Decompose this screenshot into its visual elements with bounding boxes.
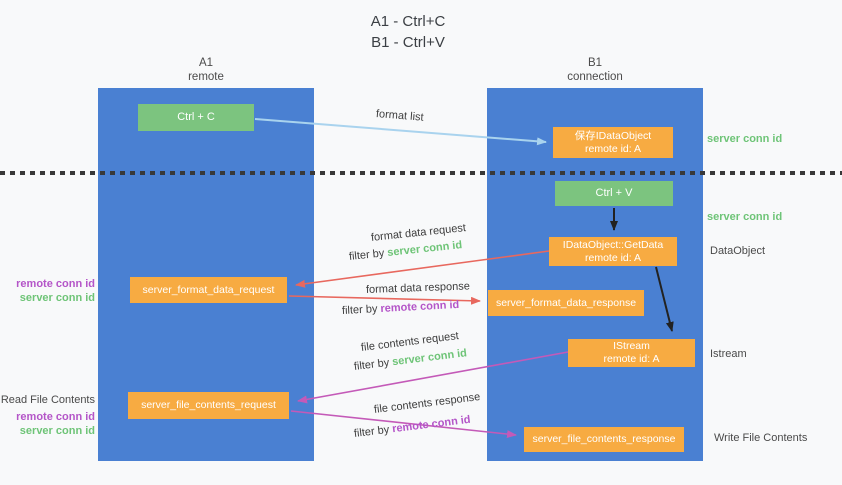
remote-conn-id-text: remote conn id — [391, 413, 472, 436]
node-server-format-data-response-label: server_format_data_response — [495, 296, 637, 309]
lifeline-a1-name: A1 — [198, 57, 214, 69]
dataobject-label: DataObject — [710, 245, 766, 257]
file-contents-response-filter-label: filter by remote conn id — [353, 414, 471, 440]
format-data-response-filter-label: filter by remote conn id — [342, 299, 460, 317]
remote-conn-id-text: remote conn id — [380, 298, 460, 315]
filter-by-text: filter by — [353, 423, 393, 440]
node-ctrl-c: Ctrl + C — [138, 104, 254, 131]
node-server-format-data-response: server_format_data_response — [488, 290, 644, 316]
title-line-1: A1 - Ctrl+C — [370, 13, 446, 30]
server-conn-id-label-mid-right: server conn id — [707, 211, 783, 223]
server-conn-id-label-bottom-left: server conn id — [19, 425, 95, 437]
node-idataobject-getdata-line2: remote id: A — [584, 251, 642, 264]
lifeline-a1-subtitle: remote — [188, 71, 224, 83]
node-ctrl-v-label: Ctrl + V — [595, 187, 633, 199]
node-server-file-contents-request-label: server_file_contents_request — [141, 399, 276, 411]
filter-by-text: filter by — [353, 356, 393, 373]
node-server-format-data-request-label: server_format_data_request — [142, 283, 275, 296]
server-conn-id-text: server conn id — [386, 239, 463, 259]
server-conn-id-text: server conn id — [391, 347, 468, 369]
format-data-request-filter-label: filter by server conn id — [348, 239, 462, 263]
filter-by-text: filter by — [341, 302, 381, 317]
lifeline-header-b1: B1 connection — [487, 56, 703, 84]
istream-side-label: Istream — [710, 348, 747, 360]
node-server-file-contents-response: server_file_contents_response — [524, 427, 684, 452]
node-save-idataobject: 保存IDataObject remote id: A — [553, 127, 673, 158]
node-istream: IStream remote id: A — [568, 339, 695, 367]
remote-conn-id-label-top-left: remote conn id — [16, 278, 95, 290]
separator-dotted-line — [0, 171, 842, 175]
node-server-format-data-request: server_format_data_request — [130, 277, 287, 303]
filter-by-text: filter by — [348, 247, 388, 263]
title-line-2: B1 - Ctrl+V — [371, 34, 445, 51]
server-conn-id-label-top-left: server conn id — [19, 292, 95, 304]
lifeline-b1-name: B1 — [587, 57, 603, 69]
format-data-response-label: format data response — [365, 280, 471, 296]
file-contents-response-label: file contents response — [373, 391, 481, 416]
diagram-title: A1 - Ctrl+C B1 - Ctrl+V — [0, 11, 816, 53]
node-idataobject-getdata-line1: IDataObject::GetData — [562, 238, 664, 251]
node-idataobject-getdata: IDataObject::GetData remote id: A — [549, 237, 677, 266]
remote-conn-id-label-bottom-left: remote conn id — [16, 411, 95, 423]
node-server-file-contents-response-label: server_file_contents_response — [532, 433, 676, 445]
node-save-idataobject-line2: remote id: A — [584, 142, 642, 155]
lifeline-header-a1: A1 remote — [98, 56, 314, 84]
node-server-file-contents-request: server_file_contents_request — [128, 392, 289, 419]
write-file-contents-label: Write File Contents — [714, 432, 808, 444]
node-istream-line1: IStream — [613, 340, 650, 352]
node-ctrl-c-label: Ctrl + C — [177, 111, 215, 123]
node-ctrl-v: Ctrl + V — [555, 181, 673, 206]
read-file-contents-label: Read File Contents — [0, 394, 95, 406]
node-save-idataobject-line1: 保存IDataObject — [574, 129, 652, 142]
node-istream-line2: remote id: A — [603, 353, 660, 365]
lifeline-b1-subtitle: connection — [567, 71, 623, 83]
format-list-label: format list — [375, 108, 425, 124]
server-conn-id-label-top-right: server conn id — [707, 133, 783, 145]
